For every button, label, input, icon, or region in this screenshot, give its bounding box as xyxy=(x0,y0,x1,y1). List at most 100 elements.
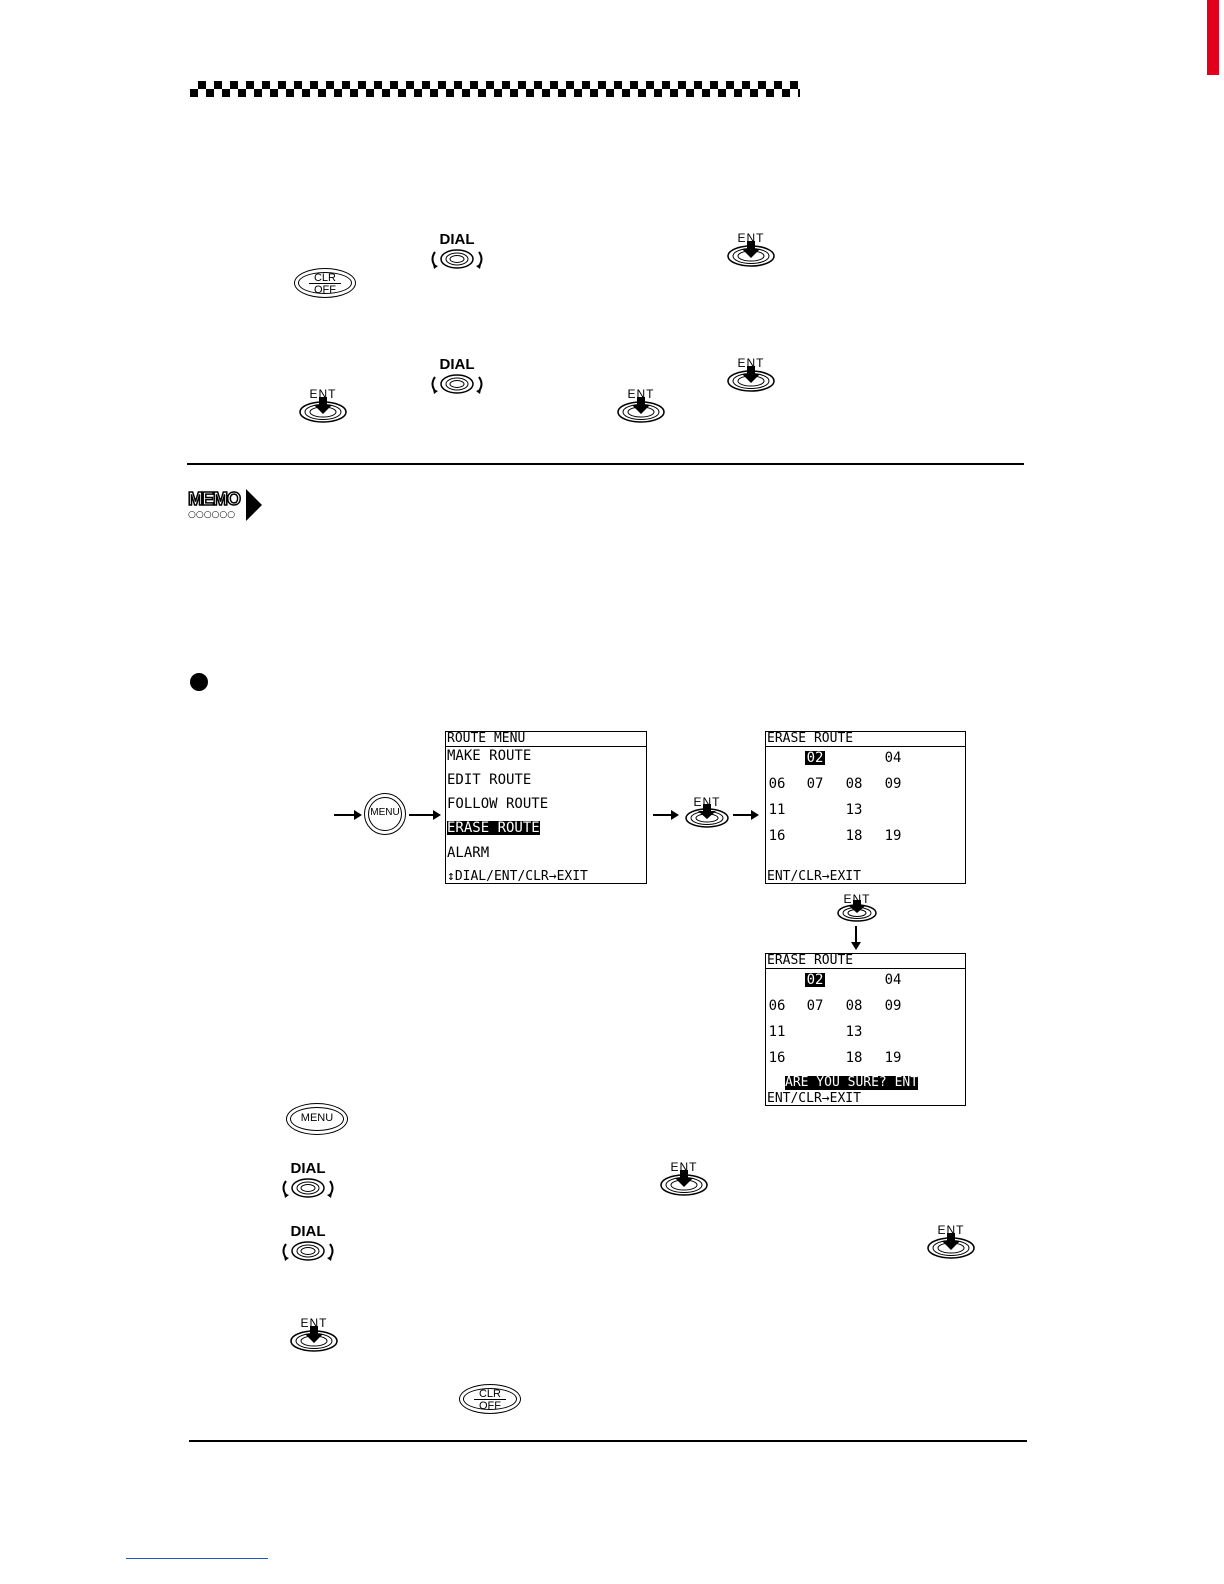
erase-route-confirm-screen: ERASE ROUTE 02 04 06 07 08 09 11 13 16 1… xyxy=(765,953,966,1106)
ent-key-icon: ENT xyxy=(924,1223,978,1259)
dial-key-label: DIAL xyxy=(439,356,475,373)
route-number: 13 xyxy=(845,802,863,818)
route-number: 18 xyxy=(845,828,863,844)
memo-badge: MEMO ○○○○○○ xyxy=(186,488,266,525)
ent-key-label: ENT xyxy=(737,231,765,245)
menu-item-edit-route: EDIT ROUTE xyxy=(447,772,532,788)
ent-button-icon xyxy=(617,397,665,423)
ent-key-icon: ENT xyxy=(287,1316,341,1352)
ent-key-label: ENT xyxy=(300,1316,328,1330)
dial-knob-icon xyxy=(282,1241,334,1261)
ent-key-label: ENT xyxy=(937,1223,965,1237)
ent-button-icon xyxy=(290,1326,338,1352)
ent-key-icon: ENT xyxy=(724,356,778,392)
section-bullet-icon xyxy=(190,673,208,691)
off-key-label: OFF xyxy=(314,284,336,296)
ent-key-icon: ENT xyxy=(296,387,350,423)
menu-item-erase-route: ERASE ROUTE xyxy=(447,820,540,836)
erase-route-title: ERASE ROUTE xyxy=(766,732,965,747)
dial-key-icon: DIAL xyxy=(279,1223,337,1263)
footer-rule xyxy=(189,1440,1027,1442)
menu-item-follow-route: FOLLOW ROUTE xyxy=(447,796,549,812)
ent-key-label: ENT xyxy=(309,387,337,401)
menu-key-label: MENU xyxy=(370,807,400,818)
flow-arrow-down xyxy=(852,926,860,950)
ent-button-icon xyxy=(727,366,775,392)
route-menu-title: ROUTE MENU xyxy=(446,732,646,747)
dial-knob-icon xyxy=(431,374,483,394)
clr-off-key-icon: CLR OFF xyxy=(459,1384,521,1414)
route-number-selected: 02 xyxy=(805,972,825,988)
dial-key-label: DIAL xyxy=(290,1223,326,1240)
route-number: 04 xyxy=(884,972,902,988)
red-page-tab xyxy=(1207,0,1219,75)
clr-key-label: CLR xyxy=(478,1388,501,1400)
memo-badge-word: MEMO xyxy=(187,488,242,510)
menu-item-make-route: MAKE ROUTE xyxy=(447,748,532,764)
route-menu-footer: ↕DIAL/ENT/CLR→EXIT xyxy=(447,869,588,884)
route-number: 16 xyxy=(768,1050,786,1066)
route-number: 19 xyxy=(884,1050,902,1066)
ent-key-label: ENT xyxy=(670,1160,698,1174)
flow-arrow xyxy=(653,811,679,819)
route-number: 11 xyxy=(768,802,786,818)
erase-route-footer: ENT/CLR→EXIT xyxy=(767,869,861,884)
route-number: 07 xyxy=(806,998,824,1014)
clr-off-key-icon: CLR OFF xyxy=(294,268,356,298)
dial-key-label: DIAL xyxy=(290,1160,326,1177)
ent-button-icon xyxy=(927,1233,975,1259)
blue-underline xyxy=(126,1558,268,1559)
menu-key-label: MENU xyxy=(300,1112,334,1124)
erase-route-screen: ERASE ROUTE 02 04 06 07 08 09 11 13 16 1… xyxy=(765,731,966,884)
dial-key-icon: DIAL xyxy=(279,1160,337,1200)
dial-key-label: DIAL xyxy=(439,231,475,248)
route-number: 09 xyxy=(884,776,902,792)
ent-key-icon: ENT xyxy=(680,795,734,831)
erase-route-footer: ENT/CLR→EXIT xyxy=(767,1091,861,1106)
memo-badge-dots: ○○○○○○ xyxy=(188,510,236,520)
erase-route-title: ERASE ROUTE xyxy=(766,954,965,969)
dial-knob-icon xyxy=(431,249,483,269)
route-menu-screen: ROUTE MENU MAKE ROUTE EDIT ROUTE FOLLOW … xyxy=(445,731,647,884)
ent-key-label: ENT xyxy=(843,892,871,906)
ent-key-icon: ENT xyxy=(614,387,668,423)
ent-button-icon xyxy=(299,397,347,423)
dial-key-icon: DIAL xyxy=(428,356,486,396)
route-number: 06 xyxy=(768,998,786,1014)
route-number: 19 xyxy=(884,828,902,844)
checker-header-bar xyxy=(190,81,800,97)
menu-item-alarm: ALARM xyxy=(447,845,490,861)
ent-button-icon xyxy=(727,241,775,267)
off-key-label: OFF xyxy=(479,1400,501,1412)
ent-key-icon: ENT xyxy=(830,892,884,928)
route-number: 06 xyxy=(768,776,786,792)
route-number: 07 xyxy=(806,776,824,792)
dial-knob-icon xyxy=(282,1178,334,1198)
ent-key-label: ENT xyxy=(693,795,721,809)
ent-button-icon xyxy=(660,1170,708,1196)
route-number: 08 xyxy=(845,998,863,1014)
route-number: 09 xyxy=(884,998,902,1014)
route-number: 04 xyxy=(884,750,902,766)
confirm-prompt: ARE YOU SURE? ENT xyxy=(785,1075,919,1090)
route-number-selected: 02 xyxy=(805,750,825,766)
flow-arrow xyxy=(733,811,759,819)
flow-arrow xyxy=(334,811,362,819)
memo-arrow-icon xyxy=(246,489,262,521)
clr-key-label: CLR xyxy=(313,272,336,284)
route-number: 18 xyxy=(845,1050,863,1066)
ent-button-icon xyxy=(685,804,729,828)
route-number: 11 xyxy=(768,1024,786,1040)
route-number: 16 xyxy=(768,828,786,844)
route-number: 13 xyxy=(845,1024,863,1040)
ent-key-label: ENT xyxy=(737,356,765,370)
ent-key-icon: ENT xyxy=(724,231,778,267)
menu-key-icon: MENU xyxy=(286,1103,348,1135)
dial-key-icon: DIAL xyxy=(428,231,486,271)
flow-arrow xyxy=(409,811,441,819)
menu-key-icon: MENU xyxy=(364,793,406,835)
ent-key-icon: ENT xyxy=(657,1160,711,1196)
ent-button-icon xyxy=(837,900,877,922)
route-number: 08 xyxy=(845,776,863,792)
section-divider xyxy=(187,463,1024,465)
